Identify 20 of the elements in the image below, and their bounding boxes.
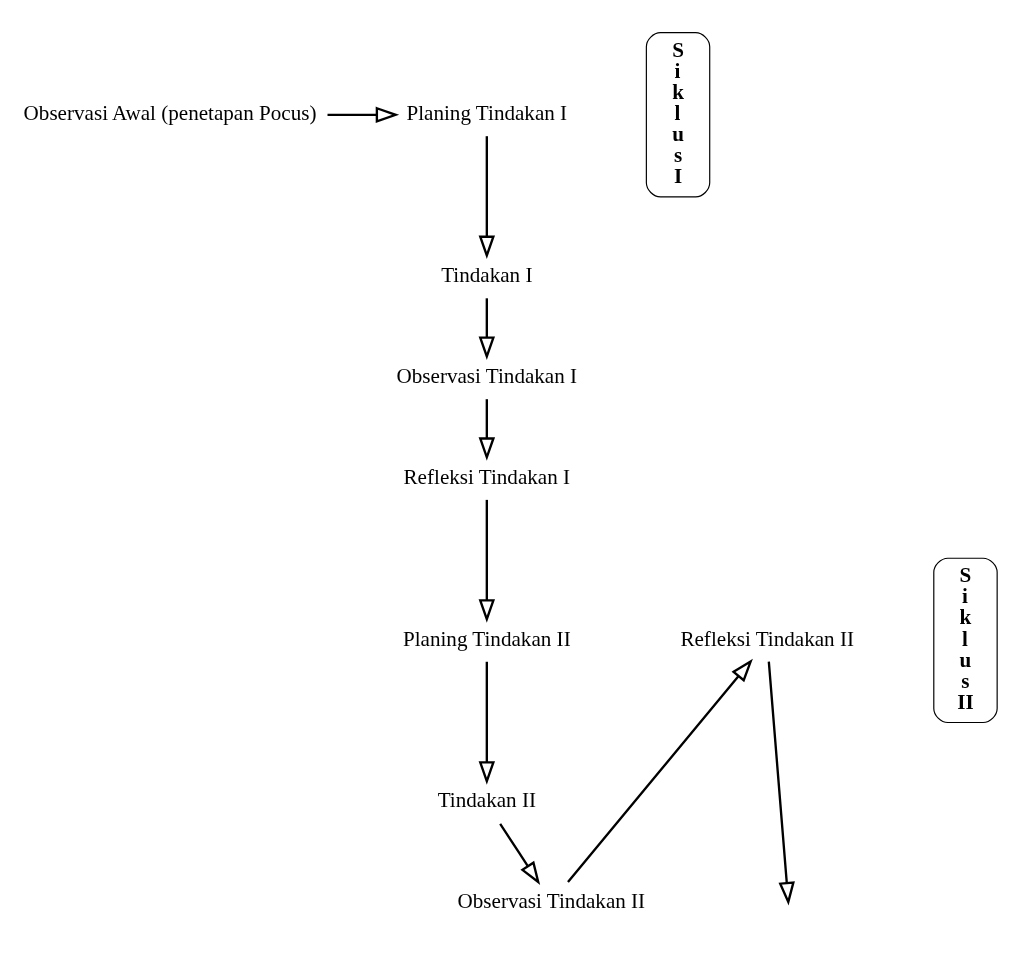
node-text: Observasi Awal (penetapan Pocus) bbox=[23, 100, 317, 125]
node-text: Refleksi Tindakan II bbox=[680, 626, 854, 651]
node-text: Refleksi Tindakan I bbox=[403, 464, 571, 489]
node-text: Tindakan II bbox=[437, 787, 536, 812]
node-box: S i k l u s II bbox=[933, 557, 998, 723]
node-box: S i k l u s I bbox=[645, 31, 711, 198]
arrow bbox=[478, 297, 496, 360]
arrow bbox=[327, 106, 400, 123]
arrow bbox=[478, 661, 496, 785]
node-text: Planing Tindakan II bbox=[402, 626, 571, 651]
node-text: Tindakan I bbox=[441, 262, 533, 287]
arrow bbox=[567, 658, 753, 883]
node-text: Observasi Tindakan I bbox=[396, 363, 578, 388]
arrow bbox=[767, 660, 795, 905]
arrow bbox=[478, 398, 496, 461]
node-text: Planing Tindakan I bbox=[406, 100, 568, 125]
arrow bbox=[478, 499, 496, 623]
arrow bbox=[499, 822, 541, 885]
arrow bbox=[478, 135, 496, 259]
node-text: Observasi Tindakan II bbox=[457, 888, 646, 913]
